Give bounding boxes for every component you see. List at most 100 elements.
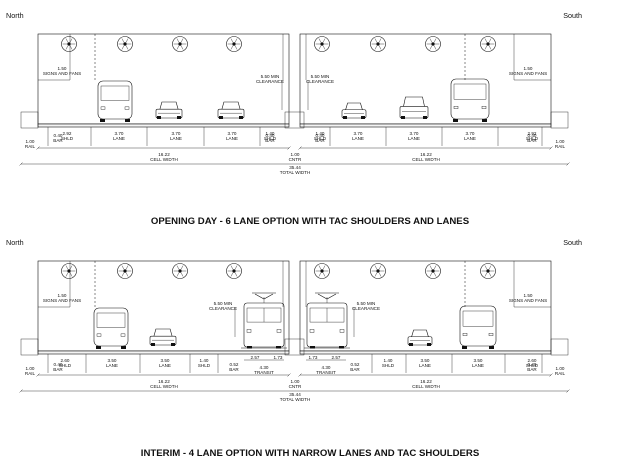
lane-dim-label: LANE bbox=[464, 136, 476, 141]
lane-dim-label: BAR bbox=[350, 367, 360, 372]
fan-blade bbox=[230, 38, 235, 45]
fan-ring bbox=[117, 36, 133, 52]
bus-icon bbox=[459, 305, 497, 349]
cell-right-dim: 16.22 bbox=[420, 152, 432, 157]
left-roadway-slab bbox=[37, 350, 290, 355]
fan-blade bbox=[321, 270, 326, 277]
transit-left-dim: 2.57 bbox=[251, 355, 260, 360]
south-label: South bbox=[563, 238, 582, 247]
clearance-right-dim: 5.50 MIN bbox=[311, 74, 330, 79]
south-label: South bbox=[563, 11, 582, 20]
jet-fan-icon bbox=[226, 263, 242, 279]
truck-icon bbox=[399, 96, 429, 119]
lane-dim-value: 1.40 bbox=[384, 358, 393, 363]
cell-left-dim: 16.22 bbox=[158, 379, 170, 384]
fan-blade bbox=[377, 38, 382, 45]
train-light bbox=[339, 329, 345, 333]
car-roof bbox=[403, 96, 425, 107]
pantograph-arm bbox=[317, 293, 337, 300]
bus-light bbox=[481, 105, 487, 109]
bus-light bbox=[124, 106, 130, 110]
fan-blade bbox=[179, 270, 184, 277]
bus-wheel bbox=[125, 119, 130, 122]
fan-ring bbox=[370, 36, 386, 52]
left-rail-wall bbox=[20, 338, 39, 356]
jet-fan-icon bbox=[117, 36, 133, 52]
center-label: CNTR bbox=[289, 384, 302, 389]
lane-dim-value: 0.40 bbox=[54, 362, 63, 367]
cell-left-dim: 16.22 bbox=[158, 152, 170, 157]
jet-fan-icon bbox=[226, 36, 242, 52]
car-wheel bbox=[219, 116, 223, 119]
total-label: TOTAL WIDTH bbox=[280, 170, 311, 175]
car-wheel bbox=[239, 116, 243, 119]
left-rail-wall bbox=[20, 111, 39, 129]
fan-blade bbox=[318, 38, 323, 45]
signs-left-label: SIGNS AND FANS bbox=[43, 71, 81, 76]
fan-blade bbox=[124, 265, 129, 272]
car-icon bbox=[341, 102, 367, 119]
bogie bbox=[310, 346, 315, 349]
lane-dim-label: BAR bbox=[53, 367, 63, 372]
bus-body bbox=[97, 80, 133, 120]
fan-blade bbox=[121, 270, 126, 277]
train-body bbox=[243, 302, 285, 348]
lane-dim-label: LANE bbox=[106, 363, 118, 368]
right-cell-outline bbox=[299, 260, 552, 352]
fan-blade bbox=[121, 265, 126, 272]
center-median bbox=[284, 338, 305, 356]
fan-blade bbox=[374, 38, 379, 45]
car-body bbox=[407, 336, 433, 346]
bus-light bbox=[488, 333, 494, 336]
pantograph-arm bbox=[254, 293, 274, 300]
fan-blade bbox=[374, 43, 379, 50]
total-label: TOTAL WIDTH bbox=[280, 397, 311, 402]
jet-fan-icon bbox=[117, 263, 133, 279]
jet-fan-icon bbox=[61, 263, 77, 279]
lane-dim-label: SHLD bbox=[314, 136, 327, 141]
clearance-right-dim: 5.50 MIN bbox=[357, 301, 376, 306]
lane-dim-value: 3.70 bbox=[410, 131, 419, 136]
car-wheel bbox=[409, 343, 413, 346]
transit-left-label: TRANSIT bbox=[254, 370, 274, 375]
lrt-train-icon bbox=[304, 292, 350, 349]
jet-fan-icon bbox=[314, 263, 330, 279]
lane-dim-value: 0.52 bbox=[351, 362, 360, 367]
fan-blade bbox=[321, 265, 326, 272]
fan-blade bbox=[68, 43, 73, 50]
lane-dim-label: SHLD bbox=[61, 136, 74, 141]
rail-right-dim: 1.00 bbox=[556, 366, 565, 371]
lane-dim-label: LANE bbox=[159, 363, 171, 368]
fan-ring bbox=[172, 263, 188, 279]
jet-fan-icon bbox=[480, 263, 496, 279]
fan-blade bbox=[233, 38, 238, 45]
bus-wheel bbox=[121, 346, 126, 349]
fan-blade bbox=[487, 38, 492, 45]
lane-dim-value: 3.50 bbox=[108, 358, 117, 363]
fan-blade bbox=[68, 265, 73, 272]
bus-body bbox=[450, 78, 490, 120]
rail-right-label: RAIL bbox=[555, 144, 566, 149]
bus-wheel bbox=[489, 346, 494, 349]
lane-dim-value: 3.70 bbox=[466, 131, 475, 136]
transit-right-total: 4.30 bbox=[322, 365, 331, 370]
right-roadway-slab bbox=[299, 350, 552, 355]
train-light bbox=[309, 329, 315, 333]
signs-right-dim: 1.50 bbox=[524, 293, 533, 298]
bus-light bbox=[462, 333, 468, 336]
lane-dim-label: BAR bbox=[53, 138, 63, 143]
fan-blade bbox=[377, 265, 382, 272]
jet-fan-icon bbox=[425, 263, 441, 279]
fan-blade bbox=[176, 43, 181, 50]
bus-light bbox=[120, 333, 126, 337]
fan-blade bbox=[318, 265, 323, 272]
jet-fan-icon bbox=[172, 263, 188, 279]
lane-dim-label: SHLD bbox=[382, 363, 395, 368]
dim-tick bbox=[36, 373, 40, 377]
total-dim: 35.44 bbox=[289, 392, 301, 397]
clearance-left-dim: 5.50 MIN bbox=[214, 301, 233, 306]
fan-blade bbox=[121, 38, 126, 45]
rail-left-dim: 1.00 bbox=[26, 139, 35, 144]
bus-icon bbox=[93, 307, 129, 349]
